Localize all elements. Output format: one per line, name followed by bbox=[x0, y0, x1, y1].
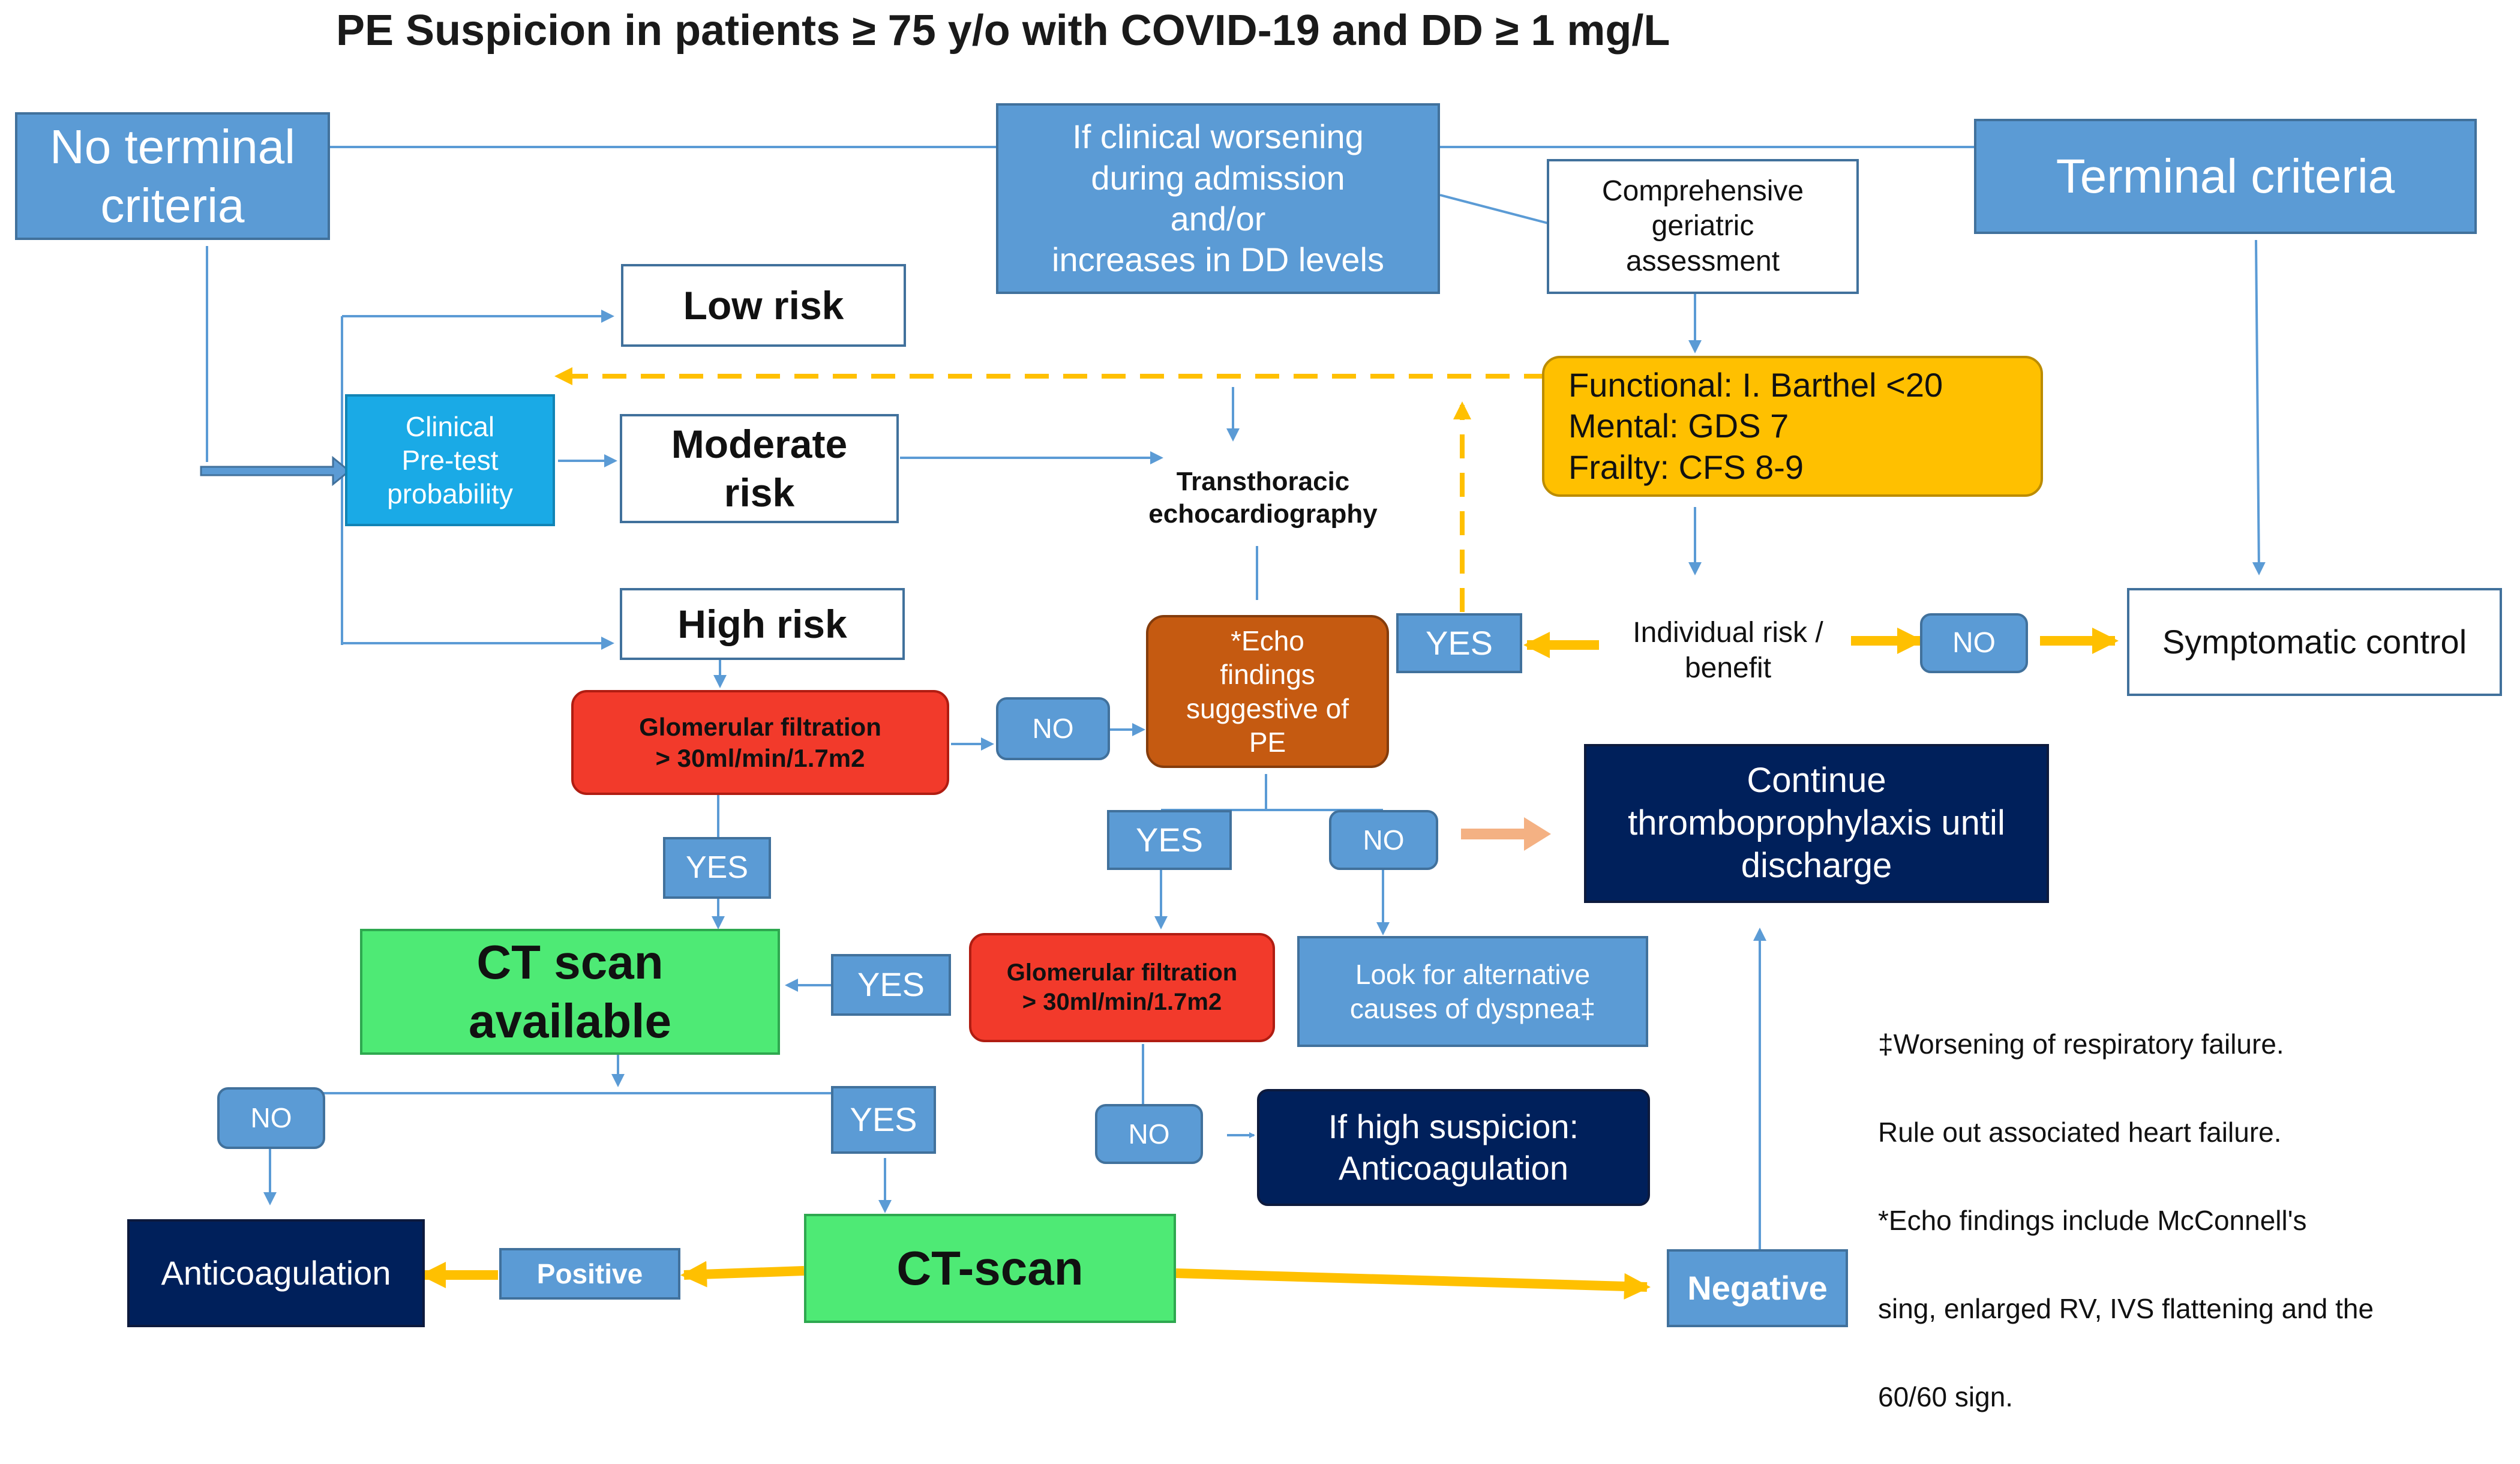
diagram-title: PE Suspicion in patients ≥ 75 y/o with C… bbox=[336, 7, 1670, 55]
transthoracic-echocardiography-label: Transthoracic echocardiography bbox=[1148, 467, 1378, 529]
footnote-line: 60/60 sign. bbox=[1878, 1381, 2014, 1413]
negative-box: Negative bbox=[1667, 1249, 1848, 1327]
no-right-box: NO bbox=[1920, 613, 2028, 673]
yes-top-box: YES bbox=[1396, 613, 1522, 673]
glomerular-filtration-box-1: Glomerular filtration > 30ml/min/1.7m2 bbox=[571, 690, 949, 795]
symptomatic-control-box: Symptomatic control bbox=[2127, 588, 2502, 696]
no-ct-available-box: NO bbox=[217, 1087, 325, 1149]
anticoagulation-box: Anticoagulation bbox=[127, 1219, 425, 1327]
clinical-worsening-box: If clinical worsening during admission a… bbox=[996, 103, 1440, 294]
yellow-connectors bbox=[419, 367, 2119, 1300]
comprehensive-geriatric-assessment-box: Comprehensive geriatric assessment bbox=[1547, 159, 1859, 294]
footnote-line: *Echo findings include McConnell's bbox=[1878, 1204, 2307, 1236]
yes-ct-available-box: YES bbox=[831, 1086, 936, 1154]
individual-risk-benefit-label: Individual risk / benefit bbox=[1633, 617, 1823, 684]
ct-scan-available-box: CT scan available bbox=[360, 929, 780, 1055]
blue-connectors bbox=[206, 146, 2266, 1249]
yes-echo-box: YES bbox=[1107, 810, 1232, 870]
positive-box: Positive bbox=[499, 1248, 680, 1300]
glomerular-filtration-box-2: Glomerular filtration > 30ml/min/1.7m2 bbox=[969, 933, 1275, 1042]
barthel-gds-cfs-box: Functional: I. Barthel <20 Mental: GDS 7… bbox=[1542, 356, 2043, 497]
echo-findings-box: *Echo findings suggestive of PE bbox=[1146, 615, 1389, 768]
clinical-pretest-probability-box: Clinical Pre-test probability bbox=[345, 394, 555, 526]
look-for-alternative-causes-box: Look for alternative causes of dyspnea‡ bbox=[1297, 936, 1648, 1047]
continue-thromboprophylaxis-box: Continue thromboprophylaxis until discha… bbox=[1584, 744, 2049, 903]
footnote-line: ‡Worsening of respiratory failure. bbox=[1878, 1028, 2284, 1060]
footnote-line: sing, enlarged RV, IVS flattening and th… bbox=[1878, 1293, 2374, 1325]
salmon-arrow bbox=[1461, 817, 1551, 851]
no-echo-box: NO bbox=[1329, 810, 1438, 870]
no-terminal-criteria-box: No terminal criteria bbox=[15, 112, 330, 240]
high-risk-box: High risk bbox=[620, 588, 905, 660]
footnote-line: Rule out associated heart failure. bbox=[1878, 1116, 2282, 1148]
yes-gfr1-box: YES bbox=[663, 837, 771, 899]
ct-scan-box: CT-scan bbox=[804, 1214, 1176, 1323]
connector-layer bbox=[200, 146, 2266, 1300]
low-risk-box: Low risk bbox=[621, 264, 906, 347]
thick-entry-arrow bbox=[200, 455, 351, 487]
high-suspicion-anticoagulation-box: If high suspicion: Anticoagulation bbox=[1257, 1089, 1650, 1206]
footnotes: ‡Worsening of respiratory failure. Rule … bbox=[1878, 978, 2490, 1464]
yes-ct-available-side-box: YES bbox=[831, 954, 951, 1016]
no-gfr1-box: NO bbox=[996, 697, 1110, 760]
no-gfr2-box: NO bbox=[1095, 1104, 1203, 1164]
terminal-criteria-box: Terminal criteria bbox=[1974, 119, 2477, 234]
moderate-risk-box: Moderate risk bbox=[620, 414, 899, 523]
